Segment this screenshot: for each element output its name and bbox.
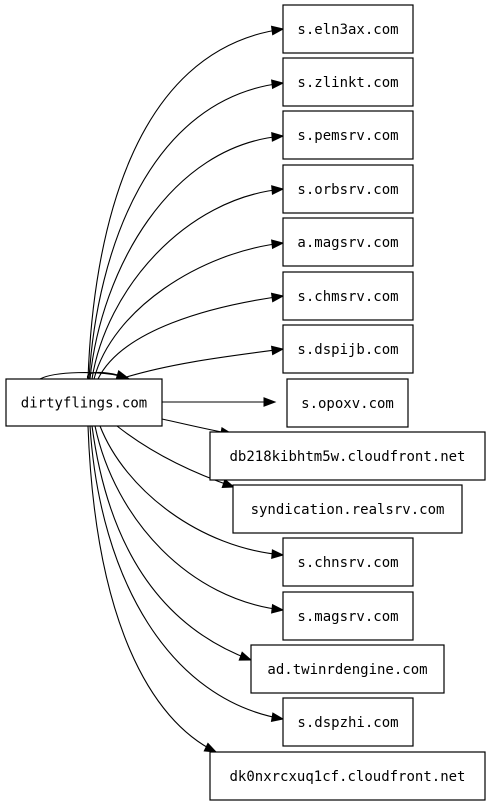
node-label: s.eln3ax.com bbox=[297, 22, 398, 38]
node-target[interactable]: s.chnsrv.com bbox=[282, 537, 414, 587]
edge-t13 bbox=[89, 425, 284, 720]
node-target[interactable]: a.magsrv.com bbox=[282, 217, 414, 267]
edge-arrowhead-t7 bbox=[263, 397, 277, 407]
edge-arrowhead-t14 bbox=[203, 742, 218, 753]
node-target[interactable]: s.dspzhi.com bbox=[282, 697, 414, 747]
node-label: syndication.realsrv.com bbox=[251, 502, 445, 518]
edge-t12 bbox=[91, 425, 252, 661]
node-box bbox=[282, 4, 414, 54]
node-box bbox=[282, 697, 414, 747]
node-target[interactable]: syndication.realsrv.com bbox=[232, 484, 463, 534]
edge-arrowhead-t5 bbox=[270, 292, 285, 303]
node-label: db218kibhtm5w.cloudfront.net bbox=[229, 449, 465, 465]
edge-arrowhead-t12 bbox=[238, 651, 253, 661]
node-target[interactable]: db218kibhtm5w.cloudfront.net bbox=[209, 431, 486, 481]
node-label: s.dspzhi.com bbox=[297, 715, 398, 731]
edge-arrowhead-t11 bbox=[271, 603, 285, 614]
node-target[interactable]: s.opoxv.com bbox=[286, 378, 409, 428]
edge-self-loop-arrowhead bbox=[115, 369, 130, 380]
node-target[interactable]: s.orbsrv.com bbox=[282, 164, 414, 214]
edge-arrowhead-t10 bbox=[271, 549, 285, 559]
node-box bbox=[282, 164, 414, 214]
edge-arrowhead-t2 bbox=[271, 132, 285, 142]
node-source[interactable]: dirtyflings.com bbox=[5, 378, 163, 427]
node-box bbox=[282, 57, 414, 107]
edge-t6 bbox=[119, 348, 284, 380]
node-label: s.dspijb.com bbox=[297, 342, 398, 358]
node-label: s.chmsrv.com bbox=[297, 289, 398, 305]
edge-t9 bbox=[116, 425, 235, 488]
edge-self-loop-return bbox=[86, 371, 119, 380]
node-target[interactable]: s.chmsrv.com bbox=[282, 271, 414, 321]
node-target[interactable]: s.magsrv.com bbox=[282, 591, 414, 641]
edge-t4 bbox=[93, 242, 284, 380]
node-target[interactable]: s.dspijb.com bbox=[282, 324, 414, 374]
edge-arrowhead-t0 bbox=[270, 25, 285, 36]
node-label: s.zlinkt.com bbox=[297, 75, 398, 91]
node-target[interactable]: s.eln3ax.com bbox=[282, 4, 414, 54]
node-label: s.opoxv.com bbox=[301, 396, 394, 412]
edge-arrowhead-t1 bbox=[271, 79, 285, 90]
node-box bbox=[5, 378, 163, 427]
node-box bbox=[282, 537, 414, 587]
node-label: s.orbsrv.com bbox=[297, 182, 398, 198]
edge-t11 bbox=[94, 425, 284, 611]
node-box bbox=[209, 751, 486, 801]
node-box bbox=[250, 644, 445, 694]
edge-t14 bbox=[87, 425, 217, 753]
edge-self-loop bbox=[39, 372, 121, 380]
node-box bbox=[282, 271, 414, 321]
edge-arrowhead-t9 bbox=[221, 478, 236, 488]
edge-arrowhead-t3 bbox=[271, 185, 285, 195]
node-box bbox=[282, 217, 414, 267]
node-box bbox=[286, 378, 409, 428]
node-label: dirtyflings.com bbox=[21, 396, 147, 412]
node-label: dk0nxrcxuq1cf.cloudfront.net bbox=[229, 769, 465, 785]
node-box bbox=[282, 110, 414, 160]
edge-t5 bbox=[97, 295, 284, 380]
node-label: s.magsrv.com bbox=[297, 609, 398, 625]
nodes-layer: dirtyflings.com s.eln3ax.com s.zlinkt.com s… bbox=[5, 4, 486, 801]
node-label: ad.twinrdengine.com bbox=[267, 662, 427, 678]
edge-t1 bbox=[88, 82, 284, 380]
node-box bbox=[209, 431, 486, 481]
edge-t10 bbox=[99, 425, 284, 556]
node-target[interactable]: ad.twinrdengine.com bbox=[250, 644, 445, 694]
edge-arrowhead-t4 bbox=[271, 239, 285, 250]
node-label: s.chnsrv.com bbox=[297, 555, 398, 571]
edge-arrowhead-t6 bbox=[270, 345, 285, 356]
node-target[interactable]: dk0nxrcxuq1cf.cloudfront.net bbox=[209, 751, 486, 801]
node-label: s.pemsrv.com bbox=[297, 128, 398, 144]
edge-t2 bbox=[89, 135, 284, 380]
edge-arrowhead-t13 bbox=[270, 712, 285, 722]
node-label: a.magsrv.com bbox=[297, 235, 398, 251]
node-box bbox=[282, 591, 414, 641]
node-target[interactable]: s.zlinkt.com bbox=[282, 57, 414, 107]
edge-t0 bbox=[87, 28, 284, 380]
node-box bbox=[282, 324, 414, 374]
node-box bbox=[232, 484, 463, 534]
edges-layer bbox=[39, 25, 285, 753]
edge-t3 bbox=[91, 188, 284, 380]
node-target[interactable]: s.pemsrv.com bbox=[282, 110, 414, 160]
